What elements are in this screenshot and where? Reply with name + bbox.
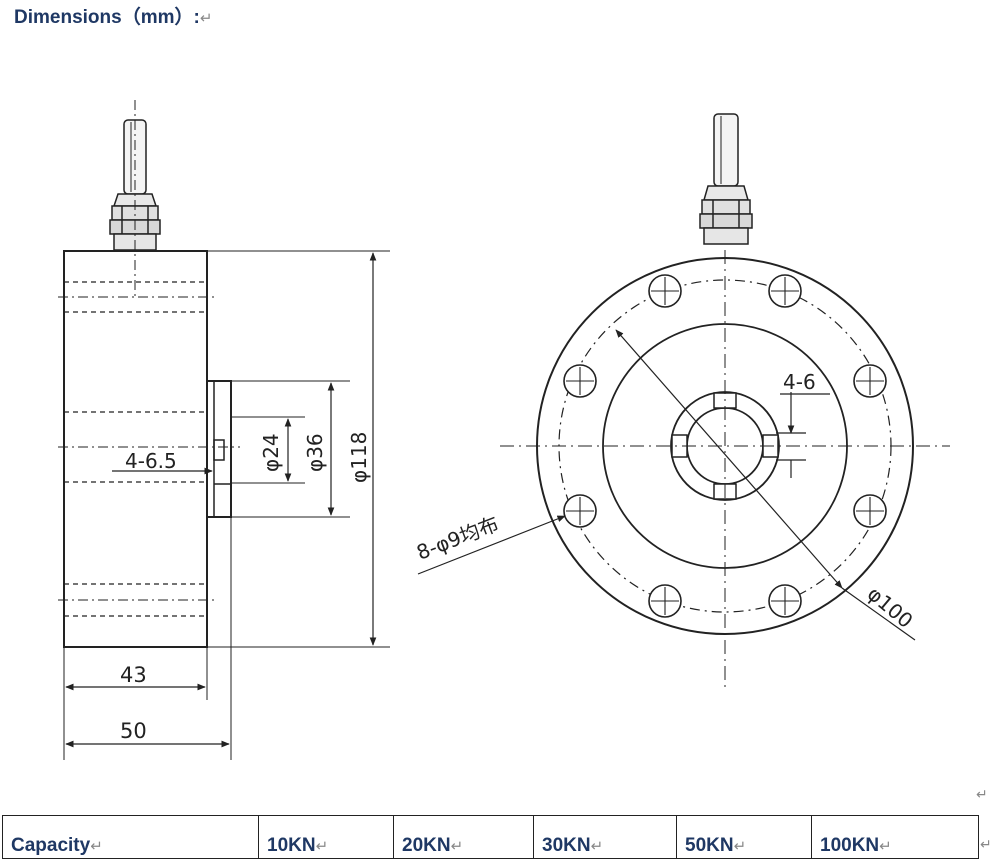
dim-body-width: 43	[120, 663, 147, 687]
cable-connector-icon	[699, 113, 753, 245]
page-title: Dimensions（mm）:↵	[14, 7, 213, 28]
table-cell: 100KN↵	[811, 815, 979, 859]
dim-total-width: 50	[120, 719, 147, 743]
table-row: Capacity↵ 10KN↵ 20KN↵ 30KN↵ 50KN↵ 100KN↵	[2, 815, 979, 859]
dim-boss-diameter: φ36	[303, 433, 327, 472]
capacity-table: Capacity↵ 10KN↵ 20KN↵ 30KN↵ 50KN↵ 100KN↵	[2, 815, 979, 859]
front-view	[417, 113, 950, 690]
return-mark-icon: ↵	[976, 786, 988, 802]
return-mark-icon: ↵	[199, 10, 213, 27]
dim-bolt-circle: φ100	[863, 581, 918, 632]
dim-thread-front: 4-6	[783, 370, 816, 394]
table-cell: Capacity↵	[2, 815, 259, 859]
table-cell: 50KN↵	[676, 815, 812, 859]
dimension-drawing: φ118 φ36 φ24 4-6.5 43 50	[58, 100, 950, 760]
dim-bolt-holes: 8-φ9均布	[413, 511, 502, 564]
side-view	[58, 100, 390, 760]
dim-thread-side: 4-6.5	[125, 449, 177, 473]
table-cell: 20KN↵	[393, 815, 534, 859]
table-cell: 10KN↵	[258, 815, 394, 859]
dim-hole-diameter: φ24	[259, 433, 283, 472]
return-mark-icon: ↵	[980, 836, 992, 852]
dim-outer-diameter: φ118	[347, 432, 371, 483]
table-cell: 30KN↵	[533, 815, 677, 859]
